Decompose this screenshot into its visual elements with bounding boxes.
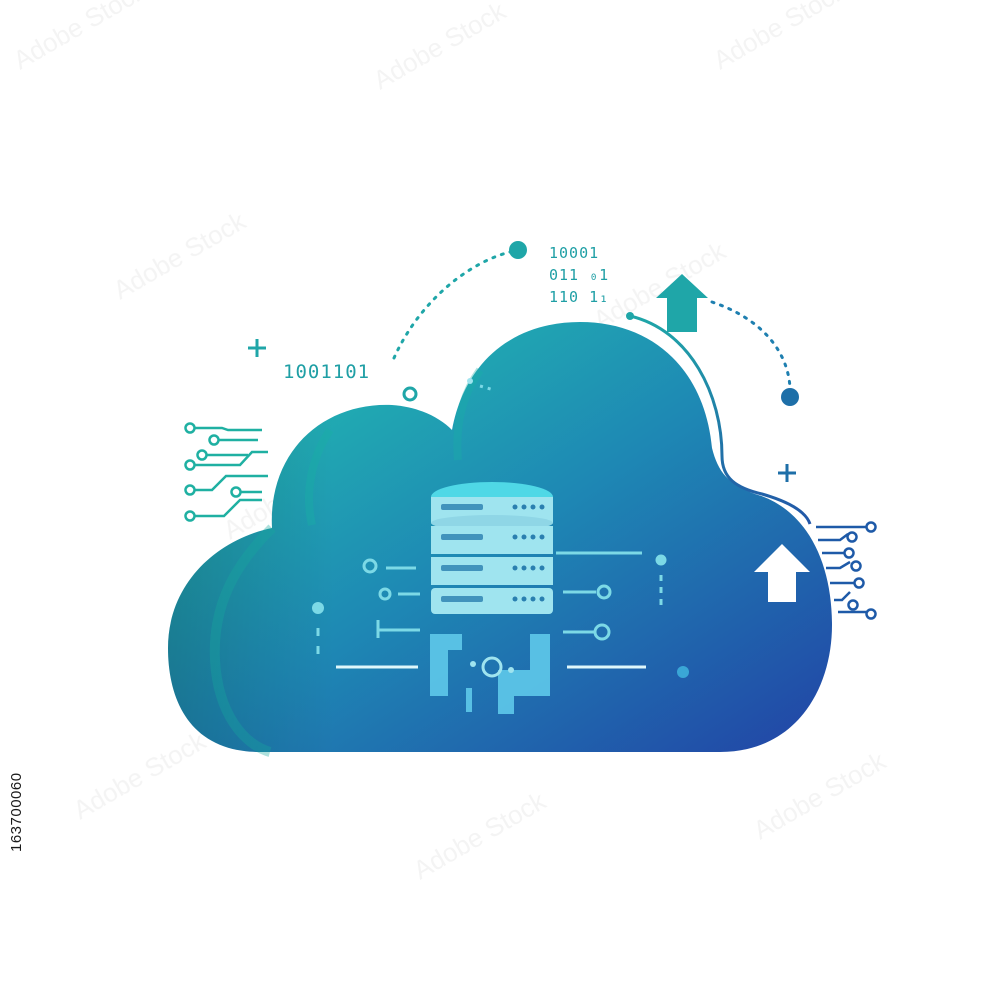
dotted-connector: [392, 250, 512, 360]
stock-id-label: 163700060: [8, 772, 25, 852]
node-dot: [781, 388, 799, 406]
watermark-text: Adobe Stock: [108, 205, 252, 305]
plus-icon: [248, 339, 266, 357]
dotted-connector: [710, 300, 792, 390]
watermark-text: Adobe Stock: [368, 0, 512, 95]
watermark-text: Adobe Stock: [708, 0, 852, 75]
binary-line: 10001: [549, 244, 599, 262]
watermark-text: Adobe Stock: [408, 785, 552, 885]
binary-code-left: 1001101: [283, 361, 370, 383]
node-ring: [402, 386, 418, 402]
database-server-icon: [430, 482, 553, 714]
circuit-lines-icon: [184, 422, 268, 522]
upload-arrow-icon: [656, 274, 708, 332]
watermark-text: Adobe Stock: [748, 745, 892, 845]
binary-code-top: 10001 011 ₀1 110 1₁: [549, 244, 609, 306]
circuit-lines-icon: [816, 521, 877, 620]
binary-line: 011 ₀1: [549, 266, 609, 284]
plus-icon: [778, 464, 796, 482]
watermark-text: Adobe Stock: [8, 0, 152, 75]
watermark-text: Adobe Stock: [68, 725, 212, 825]
node-dot: [509, 241, 527, 259]
upload-arrow-icon: [754, 544, 810, 602]
connection-arc: [626, 312, 812, 525]
binary-line: 110 1₁: [549, 288, 609, 306]
watermark-text: Adobe Stock: [588, 235, 732, 335]
circuit-lines-icon: [312, 378, 689, 678]
